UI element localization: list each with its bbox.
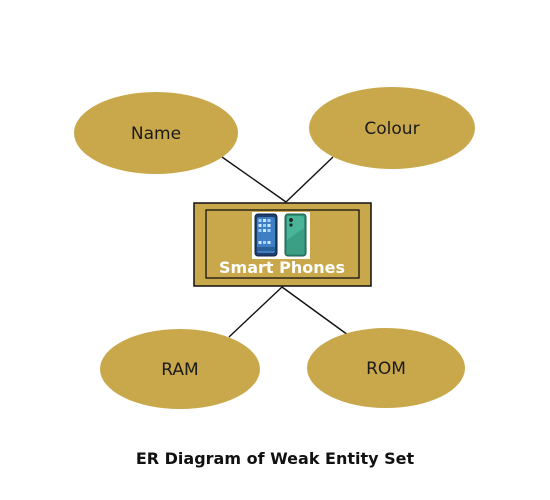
connector-colour [285,156,334,203]
attribute-ram-label: RAM [161,360,198,380]
attribute-rom-ellipse [307,328,465,408]
attribute-colour: Colour [309,87,475,169]
connector-ram [228,286,283,338]
attribute-rom: ROM [307,328,465,408]
attribute-name: Name [74,92,238,174]
attribute-ram: RAM [100,329,260,409]
weak-entity-inner-rect [205,209,360,279]
attribute-name-ellipse [74,92,238,174]
attribute-ram-ellipse [100,329,260,409]
diagram-caption: ER Diagram of Weak Entity Set [135,449,415,468]
er-diagram: Name Colour RAM ROM [74,87,475,409]
attribute-colour-label: Colour [364,119,419,139]
smartphones-icon [252,212,310,259]
attribute-colour-ellipse [309,87,475,169]
connector-rom [281,286,349,336]
weak-entity-label: Smart Phones [219,258,345,277]
connector-name [221,156,287,203]
attribute-rom-label: ROM [366,359,406,379]
weak-entity-smart-phones: Smart Phones [193,202,372,287]
attribute-name-label: Name [131,124,181,144]
